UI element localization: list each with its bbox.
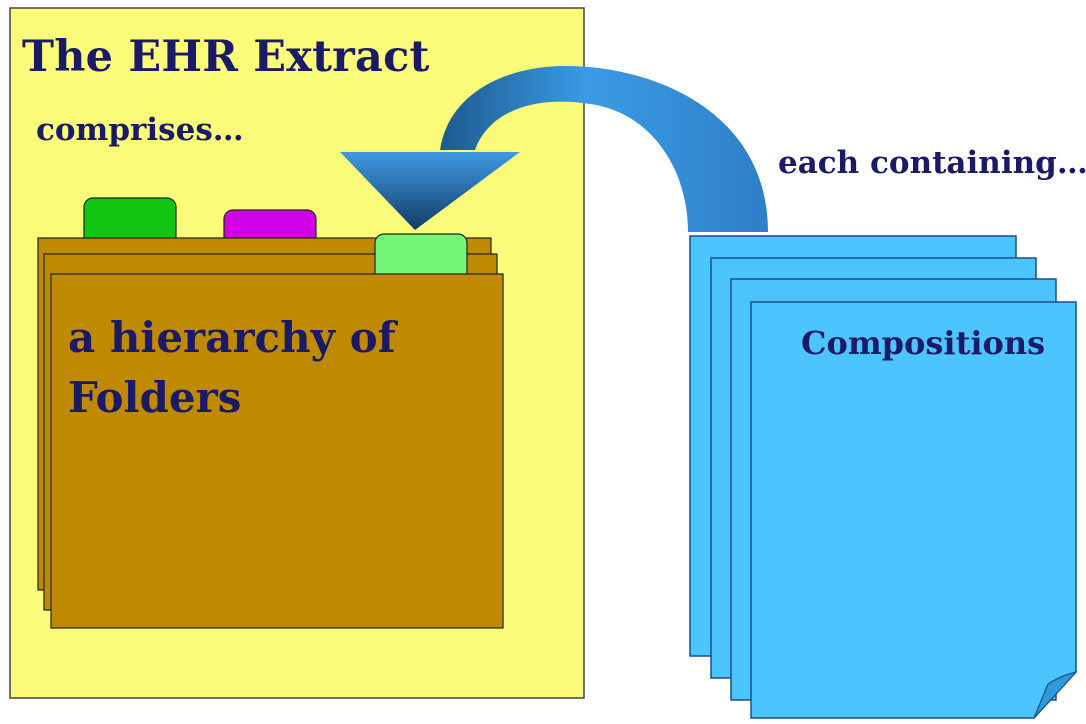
folders-label: a hierarchy of Folders [68, 313, 396, 422]
document-stack-icon [689, 235, 1078, 719]
document-front [750, 301, 1077, 719]
each-containing-label: each containing… [778, 145, 1086, 181]
curved-arrow-icon [340, 65, 768, 232]
folder-icon [37, 197, 504, 629]
compositions-label: Compositions [801, 324, 1046, 362]
folder-front [50, 273, 504, 629]
comprises-label: comprises… [36, 112, 244, 148]
extract-title: The EHR Extract [22, 32, 430, 82]
document-page-curl [1033, 670, 1078, 719]
